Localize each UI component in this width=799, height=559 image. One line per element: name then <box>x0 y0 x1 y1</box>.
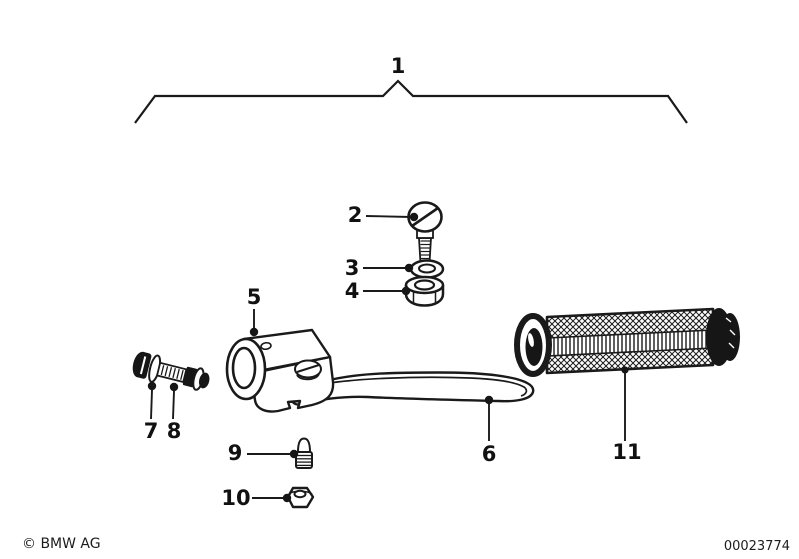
nut <box>404 275 445 307</box>
callout-3: 3 <box>344 256 360 280</box>
screw-slotted <box>407 201 443 264</box>
copyright-text: © BMW AG <box>22 536 101 552</box>
callout-4: 4 <box>344 279 360 303</box>
callout-6: 6 <box>481 442 497 466</box>
lever-perch <box>225 328 335 413</box>
callout-9: 9 <box>227 441 243 465</box>
grub-screw <box>295 437 313 469</box>
leader-lines <box>147 212 629 503</box>
hex-nut <box>286 486 315 509</box>
drawing-number: 00023774 <box>723 539 790 554</box>
washer <box>409 259 445 279</box>
assembly-bracket <box>134 79 688 124</box>
callout-5: 5 <box>246 285 262 309</box>
callout-7: 7 <box>143 419 159 443</box>
callout-10: 10 <box>221 486 251 510</box>
callout-11: 11 <box>612 440 642 464</box>
callout-1: 1 <box>390 54 406 78</box>
handlebar-grip <box>514 307 740 377</box>
callout-8: 8 <box>166 419 182 443</box>
clamp-bolt <box>132 351 210 391</box>
callout-2: 2 <box>347 203 363 227</box>
